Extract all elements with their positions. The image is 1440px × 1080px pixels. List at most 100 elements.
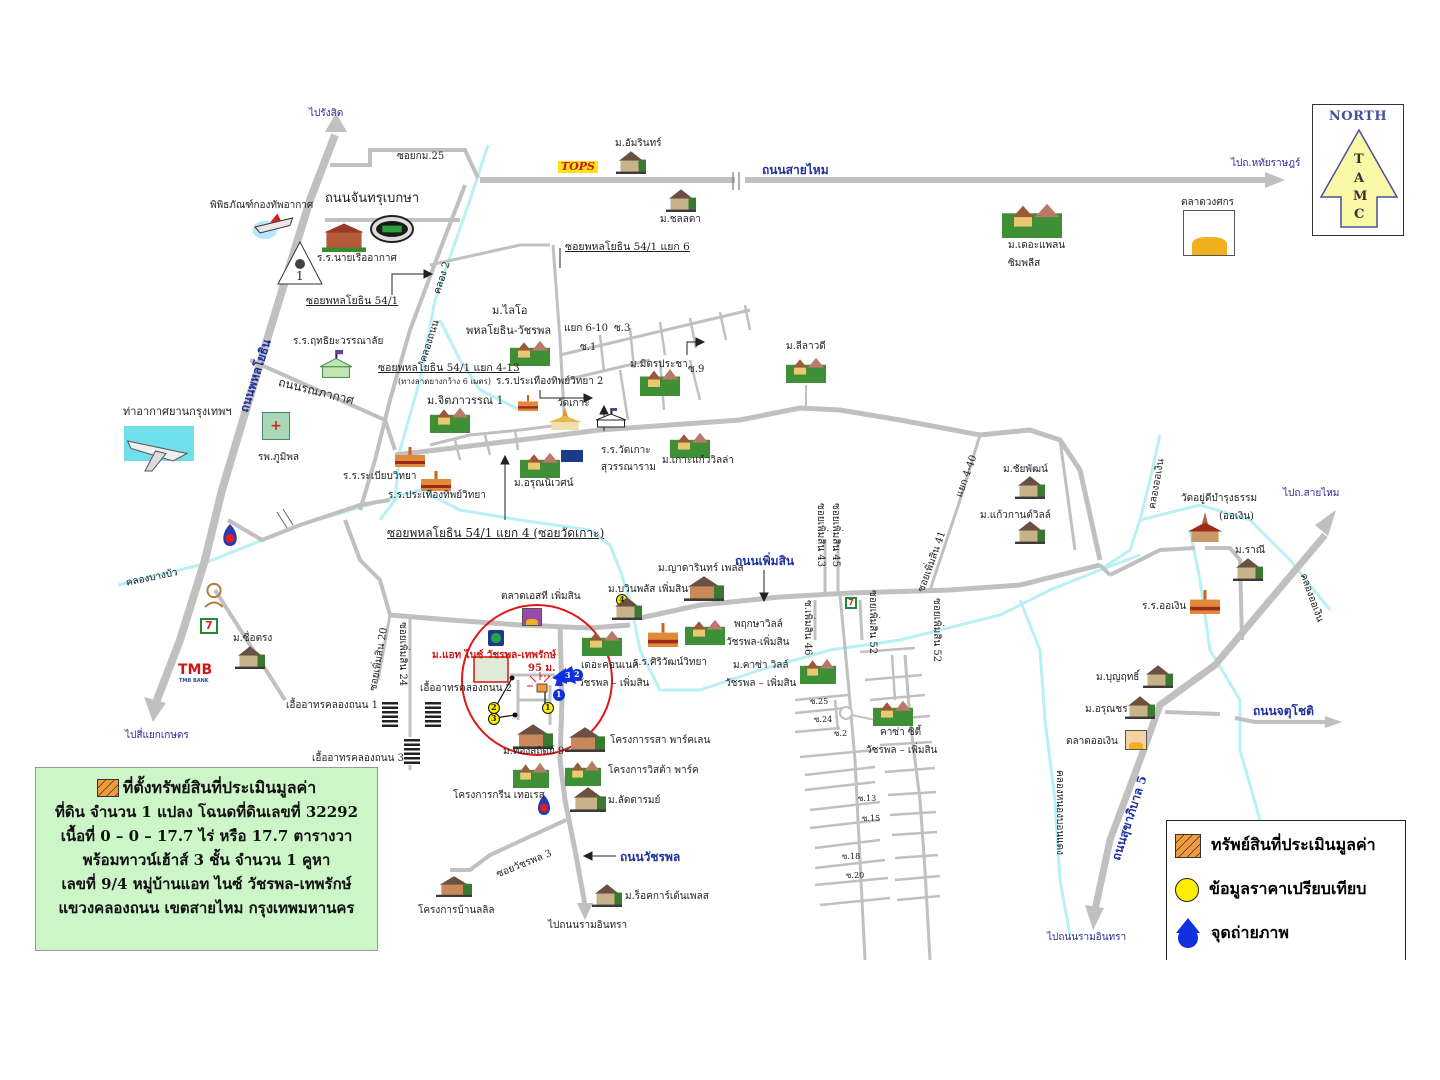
direction-label: ไปถนนรามอินทรา: [1047, 932, 1127, 943]
place-label: ม.เกาะแก้ววิลล่า: [662, 455, 734, 466]
road-label-so9: ซ.9: [688, 364, 705, 375]
north-letter-m: M: [1353, 189, 1368, 204]
arrow-to-saimai: [1315, 510, 1336, 536]
place-label: พิพิธภัณฑ์กองทัพอากาศ: [210, 200, 314, 211]
place-label: โครงการวิสต้า พาร์ค: [608, 765, 699, 776]
place-label: เดอะคอนเนค: [581, 660, 639, 671]
place-label: ม.บวินพลัส เพิ่มสิน: [608, 584, 689, 595]
place-label: ตลาดออเงิน: [1066, 736, 1118, 747]
seven-eleven-icon: 7: [845, 597, 857, 609]
place-label: ม.คาซ่า วิลล์: [733, 660, 789, 671]
village-icon: [786, 355, 826, 383]
property-info-line: เนื้อที่ 0 – 0 – 17.7 ไร่ หรือ 17.7 ตารา…: [60, 827, 353, 845]
property-info-box: ที่ตั้งทรัพย์สินที่ประเมินมูลค่า ที่ดิน …: [35, 767, 378, 951]
road-label-phoemsin46: ซ.เพิ่มสิน 46: [802, 600, 813, 656]
legend-item-photo: จุดถ่ายภาพ: [1175, 917, 1289, 949]
village-icon: [510, 338, 550, 366]
market-icon: [522, 608, 542, 626]
house-icon: [666, 188, 696, 212]
village-icon: [640, 366, 680, 396]
arrow-to-hathai: [1265, 172, 1285, 188]
legend-label: จุดถ่ายภาพ: [1211, 922, 1289, 942]
place-label: วัชรพล-เพิ่มสิน: [726, 637, 790, 648]
road-roundabout-link: [851, 714, 876, 721]
property-info-line: พร้อมทาวน์เฮ้าส์ 3 ชั้น จำนวน 1 คูหา: [82, 851, 331, 869]
road-yaek6-10: [559, 308, 751, 357]
house-icon: [612, 596, 642, 620]
gas-station-icon: [221, 524, 239, 546]
road-label-phoemsin52a: ซอยเพิ่มสิน 52: [867, 590, 878, 655]
map-legend: ทรัพย์สินที่ประเมินมูลค่า ข้อมูลราคาเปรี…: [1166, 820, 1406, 960]
road-label-soi541-4: ซอยพหลโยธิน 54/1 แยก 4 (ซอยวัดเกาะ): [387, 526, 605, 540]
royal-emblem-icon: [203, 580, 225, 610]
road-phoemsin52-east: [903, 654, 932, 961]
blue-arrow-icon: [1176, 918, 1200, 948]
road-watcharaphon: [557, 624, 588, 906]
place-label: วัดเกาะ: [557, 398, 590, 409]
place-label: ร.ร.ฤทธิยะวรรณาลัย: [293, 336, 384, 347]
temple-icon: [1188, 512, 1222, 542]
place-label: ม.ลีลาวดี: [786, 341, 826, 352]
village-icon: [873, 698, 913, 726]
village-icon: [520, 450, 560, 478]
place-label: ม.ชลลดา: [660, 214, 701, 225]
school-icon: [518, 395, 538, 411]
place-label: ม.อรุณชร: [1085, 704, 1128, 715]
place-label: พฤกษาวิลล์: [734, 619, 783, 630]
road-soi541-6: [429, 243, 550, 267]
place-label: คาซ่า ซิตี้: [880, 727, 922, 738]
place-label: (ออเงิน): [1219, 511, 1254, 522]
legend-item-comparable: ข้อมูลราคาเปรียบเทียบ: [1175, 877, 1366, 902]
photo-point-1-icon: [555, 672, 563, 686]
house-icon: [436, 875, 472, 897]
apartment-icon: [402, 737, 422, 765]
place-label: วัชรพล – เพิ่มสิน: [866, 745, 938, 756]
road-label-phoemsin45: ซอยเพิ่มสิน 45: [830, 503, 841, 568]
place-label: ม.ชัยพัฒน์: [1003, 464, 1048, 475]
road-bangbua: [226, 498, 391, 543]
place-label: ร.ร.นายเรืออากาศ: [317, 253, 397, 264]
place-label: ม.ลัดดารมย์: [608, 795, 661, 806]
place-label: เอื้ออาทรคลองถนน 1: [286, 700, 378, 711]
apartment-icon: [380, 700, 400, 728]
place-label: ม.ร็อคการ์เด้นเพลส: [625, 891, 709, 902]
road-label-yaek6-10: แยก 6-10: [564, 323, 609, 334]
comparable-number: 3: [491, 713, 497, 723]
house-icon: [1233, 557, 1263, 581]
roundabout: [839, 706, 853, 720]
village-icon: [685, 617, 725, 645]
road-phoemsin20: [376, 614, 392, 681]
house-icon: [570, 786, 606, 812]
road-label-saimai: ถนนสายไหม: [762, 163, 829, 177]
comparable-number: 1: [545, 702, 551, 712]
village-icon: [670, 430, 710, 458]
road-phoemsin52-main: [838, 594, 867, 961]
road-label-soi541-6: ซอยพหลโยธิน 54/1 แยก 6: [565, 241, 690, 253]
road-yaek-so1: [564, 358, 651, 382]
north-title: NORTH: [1328, 109, 1388, 124]
road-label-phoemsin24: ซอยเพิ่มสิน 24: [397, 622, 408, 687]
place-label: ม.อรุณนิเวศน์: [514, 478, 574, 489]
road-label-chanthra: ถนนจันทรุเบกษา: [325, 191, 420, 206]
place-label: ท่าอากาศยานกรุงเทพฯ: [123, 405, 232, 418]
road-label-so20: ซ.20: [846, 871, 865, 880]
place-label: ม.ซื่อตรง: [233, 633, 273, 644]
house-icon: [565, 726, 605, 752]
bridge-marks: [276, 172, 740, 529]
canal-khlong-lat: [1018, 599, 1072, 936]
place-label: ร.ร.วัดเกาะ: [601, 445, 651, 456]
road-cross-soi: [928, 434, 982, 591]
road-sukhaphiban5: [1091, 532, 1328, 911]
place-label: ม.บุญฤทธิ์: [1096, 672, 1140, 683]
north-letter-a: A: [1354, 171, 1365, 186]
house-icon: [592, 883, 622, 907]
village-icon: [513, 760, 549, 788]
road-soi541-4-13: [429, 423, 561, 447]
stadium-icon: [370, 215, 414, 243]
property-info-line: แขวงคลองถนน เขตสายไหม กรุงเทพมหานคร: [58, 899, 355, 917]
airplane-museum-icon: [250, 212, 300, 242]
comparable-dots: [509, 675, 548, 718]
property-info-title: ที่ตั้งทรัพย์สินที่ประเมินมูลค่า: [122, 778, 317, 797]
road-label-so13: ซ.13: [858, 794, 877, 803]
canal-label-khlong-lat: คลองหนองบอนแดง: [1054, 770, 1065, 856]
